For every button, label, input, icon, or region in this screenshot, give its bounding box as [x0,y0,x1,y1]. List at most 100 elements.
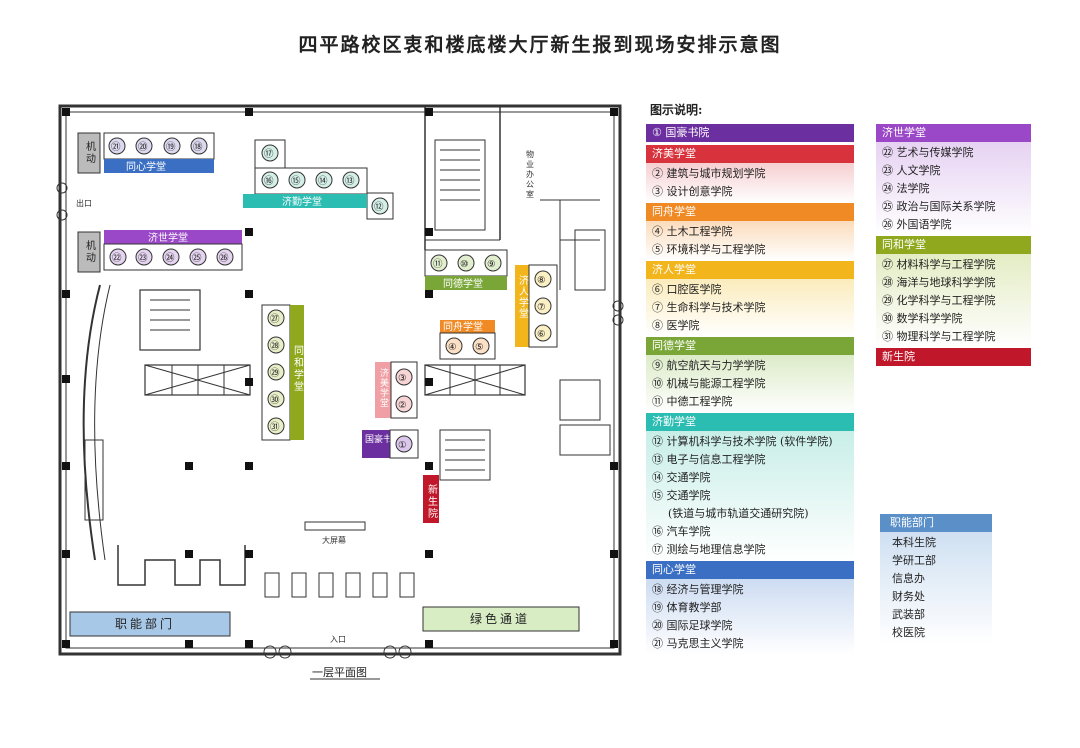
svg-text:②: ② [398,400,407,411]
jidong-box-2[interactable]: 机动 [77,231,101,273]
svg-text:⑲: ⑲ [166,142,176,153]
legend-jishi[interactable]: 济世学堂 ㉒ 艺术与传媒学院 ㉓ 人文学院 ㉔ 法学院 ㉕ 政治与国际关系学院 … [876,124,1031,236]
svg-text:机动: 机动 [84,140,96,165]
legend-item: ㉑ 马克思主义学院 [652,637,744,650]
legend-left-column: ① 国豪书院 济美学堂 ② 建筑与城市规划学院 ③ 设计创意学院 同舟学堂 ④ … [646,124,854,655]
svg-text:⑧: ⑧ [537,275,546,286]
svg-text:④: ④ [448,342,457,353]
svg-text:㉙: ㉙ [270,368,280,379]
svg-text:㉔: ㉔ [165,253,175,264]
svg-text:物业办公室: 物业办公室 [526,149,535,200]
zone-tonghe[interactable]: 同和学堂 ㉗ ㉘ ㉙ ㉚ ㉛ [261,304,304,441]
svg-text:㉘: ㉘ [270,341,280,352]
legend-jimei[interactable]: 济美学堂 ② 建筑与城市规划学院 ③ 设计创意学院 [646,145,854,203]
legend-item: ⑮ 交通学院 [652,489,711,502]
screen-label: 大屏幕 [322,535,346,545]
property-office-label: 物业办公室 [526,149,535,200]
zone-jimei[interactable]: 济美学堂 ③ ② [375,361,418,419]
legend-item: 信息办 [892,572,925,585]
zone-dept[interactable]: 职能部门 [69,611,231,637]
zone-jishi[interactable]: 济世学堂 ㉒ ㉓ ㉔ ㉕ ㉖ [103,230,243,271]
svg-text:济美学堂: 济美学堂 [378,367,389,408]
svg-text:同德学堂: 同德学堂 [443,277,483,290]
svg-text:⑱: ⑱ [193,142,203,153]
legend-item: ㉚ 数学科学学院 [882,312,963,325]
svg-text:济人学堂: 济人学堂 [517,274,529,319]
svg-text:㉓: ㉓ [138,253,148,264]
svg-text:⑦: ⑦ [537,302,546,313]
legend-right-column: 济世学堂 ㉒ 艺术与传媒学院 ㉓ 人文学院 ㉔ 法学院 ㉕ 政治与国际关系学院 … [876,124,1031,366]
page-title: 四平路校区衷和楼底楼大厅新生报到现场安排示意图 [298,34,782,56]
legend-guohao[interactable]: ① 国豪书院 [646,124,854,142]
svg-text:职能部门: 职能部门 [115,616,175,631]
svg-text:新生院: 新生院 [426,483,438,520]
legend-xinsheng[interactable]: 新生院 [876,348,1031,366]
svg-text:㉖: ㉖ [219,253,229,264]
svg-text:㉛: ㉛ [270,422,280,433]
floor-label: 一层平面图 [312,666,367,679]
legend-item: ⑧ 医学院 [652,319,700,332]
svg-text:⑩: ⑩ [460,259,469,270]
zone-guohao[interactable]: 国豪书院 ① [362,429,419,459]
legend-item: ⑫ 计算机科学与技术学院 (软件学院) [652,435,833,448]
svg-text:⑰: ⑰ [264,149,274,160]
svg-text:机动: 机动 [84,239,96,264]
building-walls [56,104,624,659]
legend-item: ⑲ 体育教学部 [652,601,722,614]
svg-text:㉚: ㉚ [270,395,280,406]
zone-tongzhou[interactable]: 同舟学堂 ④ ⑤ [439,320,496,360]
legend-item: ㉖ 外国语学院 [882,218,952,231]
svg-text:⑪: ⑪ [433,259,443,270]
zone-tongde[interactable]: 同德学堂 ⑪ ⑩ ⑨ [424,249,508,290]
svg-text:⑬: ⑬ [345,176,355,187]
svg-text:㉗: ㉗ [270,314,280,325]
legend-item: ㉙ 化学科学与工程学院 [882,294,996,307]
svg-text:⑤: ⑤ [475,342,484,353]
legend-item: ⑪ 中德工程学院 [652,395,733,408]
legend-item: ⑱ 经济与管理学院 [652,583,744,596]
legend-tongxin[interactable]: 同心学堂 ⑱ 经济与管理学院 ⑲ 体育教学部 ⑳ 国际足球学院 ㉑ 马克思主义学… [646,561,854,655]
legend-item: ⑳ 国际足球学院 [652,619,733,632]
legend-item: ㉗ 材料科学与工程学院 [882,258,996,271]
legend-item: ③ 设计创意学院 [652,185,733,198]
legend-tongzhou[interactable]: 同舟学堂 ④ 土木工程学院 ⑤ 环境科学与工程学院 [646,203,854,261]
legend-item: (铁道与城市轨道交通研究院) [668,507,809,520]
svg-text:同心学堂: 同心学堂 [126,160,166,173]
svg-text:⑮: ⑮ [291,176,301,187]
svg-text:同舟学堂: 同舟学堂 [443,320,483,333]
zone-xinsheng[interactable]: 新生院 [423,475,439,523]
zone-jiren[interactable]: 济人学堂 ⑧ ⑦ ⑥ [515,264,558,348]
legend-tonghe[interactable]: 同和学堂 ㉗ 材料科学与工程学院 ㉘ 海洋与地球科学学院 ㉙ 化学科学与工程学院… [876,236,1031,348]
legend-tongde[interactable]: 同德学堂 ⑨ 航空航天与力学学院 ⑩ 机械与能源工程学院 ⑪ 中德工程学院 [646,337,854,413]
svg-text:⑭: ⑭ [318,176,328,187]
svg-text:㉑: ㉑ [111,142,121,153]
legend-item: ⑩ 机械与能源工程学院 [652,377,766,390]
legend-item: ⑰ 测绘与地理信息学院 [652,543,766,556]
zone-green-channel[interactable]: 绿色通道 [422,606,580,632]
entrance-label: 入口 [330,635,346,644]
zone-jiqin[interactable]: 济勤学堂 ⑰ ⑯ ⑮ ⑭ ⑬ ⑫ [243,139,394,220]
legend-jiren[interactable]: 济人学堂 ⑥ 口腔医学院 ⑦ 生命科学与技术学院 ⑧ 医学院 [646,261,854,337]
legend-jiqin[interactable]: 济勤学堂 ⑫ 计算机科学与技术学院 (软件学院) ⑬ 电子与信息工程学院 ⑭ 交… [646,413,854,561]
legend-item: ⑯ 汽车学院 [652,525,711,538]
svg-text:⑯: ⑯ [264,176,274,187]
zone-tongxin[interactable]: 同心学堂 ㉑ ⑳ ⑲ ⑱ [103,132,215,173]
legend-item: 财务处 [892,590,925,603]
legend-item: 本科生院 [892,536,936,549]
svg-text:济勤学堂: 济勤学堂 [282,195,322,208]
jidong-box-1[interactable]: 机动 [77,132,101,174]
legend-dept[interactable]: 职能部门 本科生院 学研工部 信息办 财务处 武装部 校医院 [880,514,992,644]
svg-text:⑫: ⑫ [374,202,384,213]
legend-item: ⑥ 口腔医学院 [652,283,722,296]
legend-item: ⑨ 航空航天与力学学院 [652,359,766,372]
svg-text:同和学堂: 同和学堂 [292,345,304,393]
legend-item: ⑭ 交通学院 [652,471,711,484]
svg-text:㉕: ㉕ [192,253,202,264]
svg-text:⑥: ⑥ [537,329,546,340]
svg-text:⑳: ⑳ [138,142,148,153]
pillars [62,108,618,648]
legend-item: 武装部 [892,608,925,621]
svg-text:⑨: ⑨ [487,259,496,270]
legend-item: 学研工部 [892,554,936,567]
